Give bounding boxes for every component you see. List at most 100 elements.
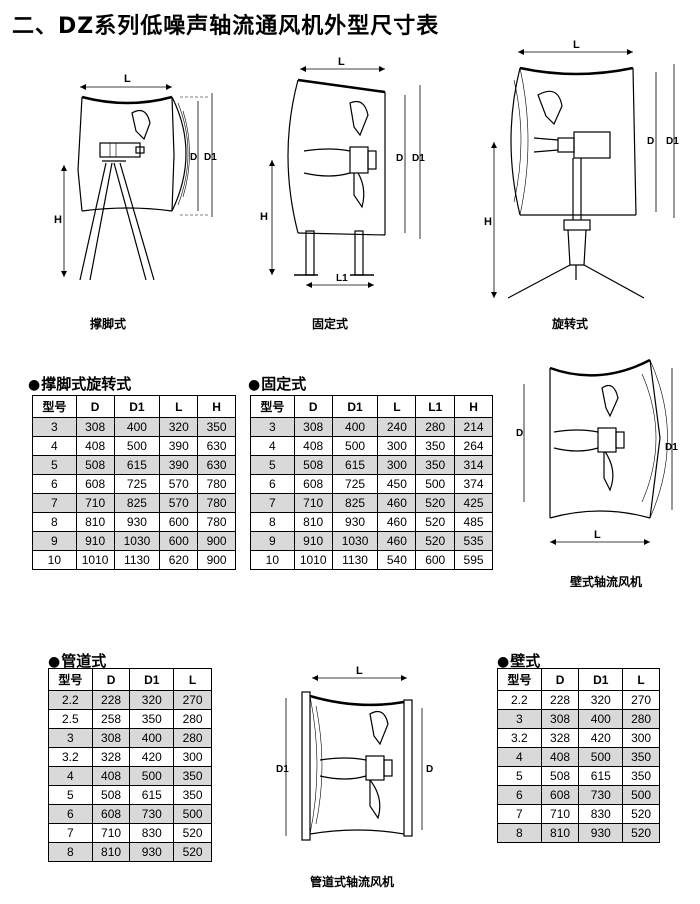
- fixed-heading-text: 固定式: [261, 375, 307, 393]
- table-cell: 450: [377, 474, 417, 494]
- table-cell: 1130: [331, 550, 379, 570]
- table-cell: 240: [377, 417, 417, 437]
- table-cell: 520: [622, 823, 660, 843]
- table-cell: 535: [454, 531, 493, 551]
- fixed-heading: ●固定式: [248, 373, 306, 394]
- wall-dim-D: D: [516, 428, 523, 439]
- table-cell: 500: [129, 766, 175, 786]
- wall-heading-text: 壁式: [510, 652, 541, 670]
- fixed-dim-L: L: [338, 56, 345, 68]
- legs-rotary-heading: ●撑脚式旋转式: [28, 373, 131, 394]
- table-cell: 7: [48, 823, 93, 843]
- table-cell: 280: [173, 728, 212, 748]
- table-cell: 540: [377, 550, 417, 570]
- table-cell: 500: [113, 436, 161, 456]
- table-cell: 810: [75, 512, 115, 532]
- table-cell: 710: [293, 493, 333, 513]
- table-cell: 300: [377, 436, 417, 456]
- table-cell: 780: [197, 493, 236, 513]
- table-cell: 930: [129, 842, 175, 862]
- fixed-dim-L1: L1: [336, 273, 348, 284]
- table-cell: 520: [415, 493, 456, 513]
- table-cell: 600: [159, 531, 199, 551]
- table-cell: 930: [578, 823, 624, 843]
- table-cell: 595: [454, 550, 493, 570]
- duct-heading-text: 管道式: [61, 652, 107, 670]
- column-header: L: [377, 395, 417, 418]
- table-cell: 308: [293, 417, 333, 437]
- table-cell: 270: [173, 690, 212, 710]
- table-cell: 825: [113, 493, 161, 513]
- table-cell: 608: [293, 474, 333, 494]
- table-cell: 350: [415, 436, 456, 456]
- table-cell: 7: [497, 804, 542, 824]
- column-header: L: [159, 395, 199, 418]
- table-cell: 308: [91, 728, 131, 748]
- fixed-dim-H: H: [260, 211, 268, 223]
- table-cell: 730: [578, 785, 624, 805]
- table-cell: 6: [250, 474, 295, 494]
- table-cell: 4: [48, 766, 93, 786]
- table-cell: 6: [497, 785, 542, 805]
- table-cell: 608: [91, 804, 131, 824]
- table-cell: 350: [622, 766, 660, 786]
- legs-dim-D1: D1: [204, 152, 217, 163]
- wall-heading: ●壁式: [497, 650, 540, 671]
- table-cell: 600: [415, 550, 456, 570]
- table-cell: 930: [113, 512, 161, 532]
- column-header: D1: [129, 668, 175, 691]
- column-header: D: [75, 395, 115, 418]
- table-cell: 300: [377, 455, 417, 475]
- table-cell: 830: [129, 823, 175, 843]
- table-cell: 4: [250, 436, 295, 456]
- fixed-caption: 固定式: [312, 317, 349, 331]
- column-header: L: [622, 668, 660, 691]
- table-cell: 810: [91, 842, 131, 862]
- table-cell: 910: [75, 531, 115, 551]
- table-cell: 350: [197, 417, 236, 437]
- table-cell: 500: [578, 747, 624, 767]
- table-cell: 400: [113, 417, 161, 437]
- table-cell: 328: [91, 747, 131, 767]
- table-cell: 9: [250, 531, 295, 551]
- table-cell: 228: [540, 690, 580, 710]
- duct-dim-D1: D1: [276, 764, 289, 775]
- table-cell: 3.2: [497, 728, 542, 748]
- table-cell: 710: [75, 493, 115, 513]
- table-cell: 400: [331, 417, 379, 437]
- wall-dim-D1: D1: [665, 442, 678, 453]
- table-cell: 9: [32, 531, 77, 551]
- table-cell: 3: [250, 417, 295, 437]
- table-cell: 570: [159, 474, 199, 494]
- column-header: D1: [331, 395, 379, 418]
- table-cell: 520: [622, 804, 660, 824]
- column-header: H: [454, 395, 493, 418]
- table-cell: 3.2: [48, 747, 93, 767]
- table-cell: 825: [331, 493, 379, 513]
- legs-dim-D: D: [190, 152, 197, 163]
- table-cell: 5: [48, 785, 93, 805]
- legs-dim-L: L: [124, 73, 131, 85]
- table-cell: 308: [75, 417, 115, 437]
- table-cell: 520: [415, 512, 456, 532]
- fixed-dim-D: D: [396, 153, 403, 164]
- table-cell: 900: [197, 550, 236, 570]
- table-cell: 400: [578, 709, 624, 729]
